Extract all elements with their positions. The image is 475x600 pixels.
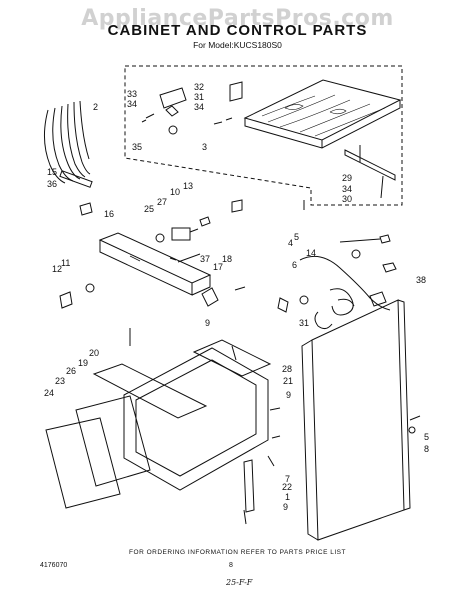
callout-number: 1 [285, 492, 290, 502]
callout-number: 21 [283, 376, 293, 386]
front-panel-part [75, 395, 151, 487]
wire-harness-part [44, 100, 93, 188]
top-rail-part [92, 363, 208, 419]
callout-number: 13 [183, 181, 193, 191]
callout-number: 28 [282, 364, 292, 374]
callout-number: 17 [213, 262, 223, 272]
callout-number: 22 [282, 482, 292, 492]
wood-top-part [243, 79, 402, 181]
callout-number: 8 [424, 444, 429, 454]
callout-number: 34 [342, 184, 352, 194]
callout-number: 38 [416, 275, 426, 285]
terminal-block-part [159, 87, 187, 109]
callout-number: 27 [157, 197, 167, 207]
document-number: 4176070 [40, 562, 68, 569]
callout-number: 31 [299, 318, 309, 328]
callout-number: 36 [47, 179, 57, 189]
callout-number: 15 [47, 167, 57, 177]
callout-number: 6 [292, 260, 297, 270]
callout-number: 2 [93, 102, 98, 112]
switch-part [171, 227, 191, 241]
callout-number: 34 [127, 99, 137, 109]
callout-number: 10 [170, 187, 180, 197]
callout-number: 20 [89, 348, 99, 358]
callout-number: 3 [202, 142, 207, 152]
callout-number: 5 [424, 432, 429, 442]
grille-panel-part [45, 417, 121, 509]
callout-number: 33 [127, 89, 137, 99]
handwritten-note: 25-F-F [226, 578, 253, 587]
subassembly-dashed-box [124, 65, 403, 206]
callout-number: 11 [61, 258, 70, 268]
callout-number: 30 [342, 194, 352, 204]
callout-number: 23 [55, 376, 65, 386]
watermark: AppliancePartsPros.com [81, 6, 394, 31]
callout-number: 12 [52, 264, 62, 274]
knob-part [59, 291, 73, 309]
callout-number: 4 [288, 238, 293, 248]
bracket-part [229, 81, 243, 102]
callout-number: 24 [44, 388, 54, 398]
callout-number: 32 [194, 82, 204, 92]
callout-number: 7 [285, 474, 290, 484]
callout-number: 37 [200, 254, 210, 264]
page-title: CABINET AND CONTROL PARTS [107, 22, 368, 39]
page-number: 8 [229, 562, 233, 569]
callout-number: 25 [144, 204, 154, 214]
callout-number: 16 [104, 209, 114, 219]
callout-number: 9 [283, 502, 288, 512]
callout-number: 5 [294, 232, 299, 242]
power-cord-part [277, 234, 397, 330]
model-subtitle: For Model:KUCS180S0 [193, 40, 282, 50]
callout-number: 9 [205, 318, 210, 328]
callout-number: 34 [194, 102, 204, 112]
cabinet-side-panel-part [301, 299, 411, 541]
callout-number: 35 [132, 142, 142, 152]
callout-number: 9 [286, 390, 291, 400]
callout-number: 29 [342, 173, 352, 183]
callout-number: 31 [194, 92, 204, 102]
plug-part [79, 202, 93, 216]
callout-number: 14 [306, 248, 316, 258]
ordering-info-note: FOR ORDERING INFORMATION REFER TO PARTS … [129, 549, 346, 556]
callout-number: 19 [78, 358, 88, 368]
control-panel-part [98, 232, 212, 296]
front-frame-part [123, 347, 269, 491]
support-rail-part [192, 339, 272, 377]
callout-number: 26 [66, 366, 76, 376]
callout-number: 18 [222, 254, 232, 264]
